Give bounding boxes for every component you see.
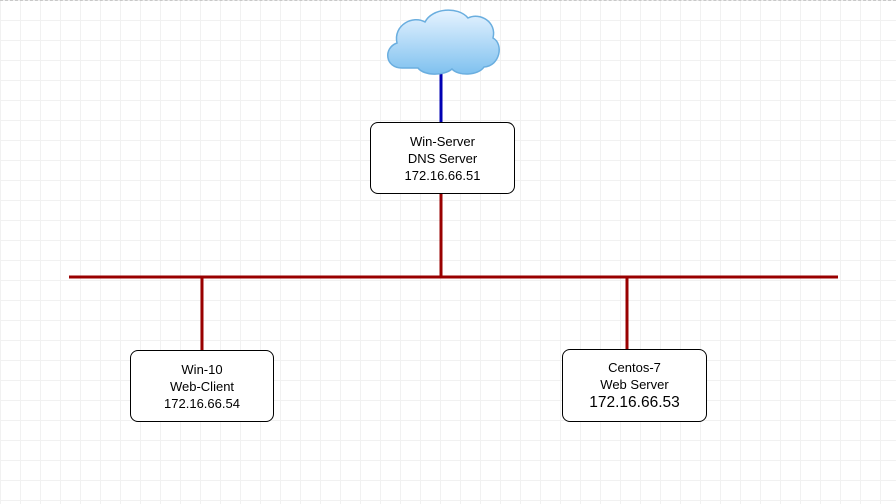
win-server-role: DNS Server [407, 150, 478, 166]
win10-node[interactable]: Win-10 Web-Client 172.16.66.54 [130, 350, 274, 422]
win-server-ip: 172.16.66.51 [404, 167, 481, 183]
win10-role: Web-Client [169, 378, 235, 394]
page-border [0, 0, 896, 1]
win10-name: Win-10 [181, 361, 223, 377]
centos-name: Centos-7 [608, 359, 661, 375]
centos-role: Web Server [600, 376, 669, 392]
win-server-node[interactable]: Win-Server DNS Server 172.16.66.51 [370, 122, 515, 194]
win-server-name: Win-Server [409, 133, 475, 149]
win10-ip: 172.16.66.54 [164, 395, 240, 411]
centos-node[interactable]: Centos-7 Web Server 172.16.66.53 [562, 349, 707, 422]
cloud-icon [387, 9, 500, 75]
centos-ip: 172.16.66.53 [589, 393, 680, 411]
